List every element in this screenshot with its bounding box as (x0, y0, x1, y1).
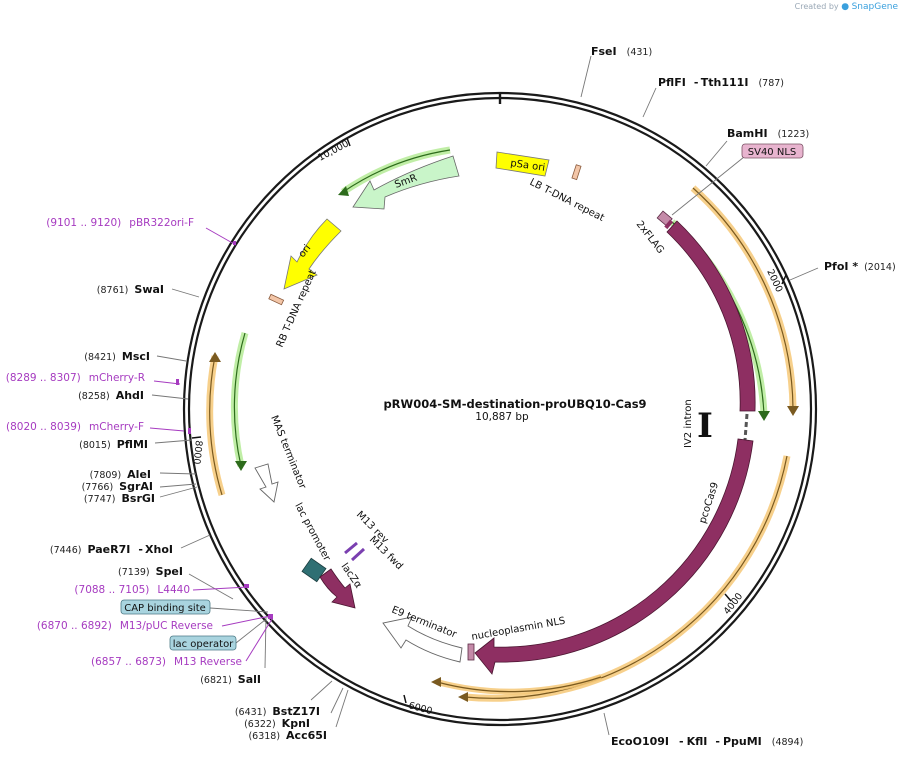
backbone (182, 91, 818, 727)
feature-e9-terminator (382, 616, 463, 663)
enzyme-alei: (7809)AleI (90, 468, 151, 481)
feature-psa-ori-label: pSa ori (510, 158, 546, 174)
tick-label-10000: 10,000 (316, 138, 351, 163)
primer-leaders (149, 227, 273, 662)
brand-name: SnapGene (851, 2, 898, 12)
brand-prefix: Created by (794, 2, 839, 11)
feature-lacz (319, 568, 356, 609)
snapgene-brand: Created by ● SnapGene (795, 2, 898, 12)
feature-pcocas9-part1 (666, 220, 756, 412)
feature-ori (283, 218, 342, 290)
plasmid-length: 10,887 bp (475, 411, 529, 423)
feature-nls-label: nucleoplasmin NLS (471, 616, 567, 643)
plasmid-name: pRW004-SM-destination-proUBQ10-Cas9 (383, 397, 646, 411)
feature-lb-block (571, 164, 582, 181)
feature-2xflag-label: 2xFLAG (634, 219, 666, 256)
enzyme-ecoo109i: EcoO109I-KflI-PpuMI(4894) (611, 735, 803, 748)
enzyme-bstz17i: (6431)BstZ17I (235, 705, 320, 718)
feature-lac-operator-block (301, 557, 327, 583)
box-leaders (209, 156, 745, 644)
enzyme-labels: FseI(431) PflFI-Tth111I(787) BamHI(1223)… (50, 45, 896, 748)
enzyme-bamhi: BamHI(1223) (727, 127, 809, 140)
snapgene-logo-icon: ● (841, 2, 850, 12)
primer-pbr322ori-f: (9101 .. 9120)pBR322ori-F (46, 217, 194, 229)
box-sv40-nls: SV40 NLS (748, 147, 797, 158)
primer-marks (176, 241, 273, 619)
boxed-labels: SV40 NLS CAP binding site lac operator (120, 143, 804, 651)
enzyme-bsrgi: (7747)BsrGI (84, 492, 155, 505)
enzyme-sgrai: (7766)SgrAI (82, 480, 153, 493)
primer-m13-fwd-mark (350, 547, 366, 562)
feature-smr (352, 155, 460, 210)
feature-mas-label: MAS terminator (268, 414, 308, 491)
feature-lb-label: LB T-DNA repeat (528, 177, 606, 224)
enzyme-kpni: (6322)KpnI (244, 717, 310, 730)
enzyme-msci: (8421)MscI (84, 350, 150, 363)
enzyme-ahdi: (8258)AhdI (78, 389, 144, 402)
orange-track-arrow (787, 406, 799, 416)
enzyme-spei: (7139)SpeI (118, 565, 183, 578)
primer-mcherry-r: (8289 .. 8307)mCherry-R (6, 372, 145, 384)
feature-mas-terminator (254, 463, 279, 503)
primer-m13-rev-mark (344, 541, 358, 555)
enzyme-paer7i: (7446)PaeR7I-XhoI (50, 543, 173, 556)
tick-label-8000: 8000 (190, 440, 203, 465)
enzyme-swai: (8761)SwaI (97, 283, 164, 296)
primer-m13-reverse: (6857 .. 6873)M13 Reverse (91, 656, 242, 668)
enzyme-pfoi: PfoI *(2014) (824, 260, 896, 273)
primer-l4440: (7088 .. 7105)L4440 (74, 584, 190, 596)
feature-2xflag-mark (664, 219, 674, 230)
feature-iv2-label: IV2 intron (683, 399, 694, 448)
box-lac-operator: lac operator (173, 639, 234, 650)
primer-mcherry-f: (8020 .. 8039)mCherry-F (6, 421, 144, 433)
box-cap-binding-site: CAP binding site (124, 603, 206, 614)
feature-iv2-intron (743, 413, 749, 441)
feature-nls-block (467, 643, 475, 661)
orange-track-outer-line (692, 187, 794, 409)
feature-psa-ori (495, 151, 550, 177)
enzyme-leaders (151, 55, 819, 736)
enzyme-fsei: FseI(431) (591, 45, 652, 58)
enzyme-acc65i: (6318)Acc65I (248, 729, 327, 742)
intron-i-icon: I (697, 406, 713, 446)
enzyme-sali: (6821)SalI (200, 673, 261, 686)
primer-labels: (9101 .. 9120)pBR322ori-F (8289 .. 8307)… (6, 217, 242, 668)
feature-pcocas9-part2 (474, 438, 754, 675)
primer-m13-puc-reverse: (6870 .. 6892)M13/pUC Reverse (37, 620, 213, 632)
feature-lacp-label: lac promoter (292, 501, 332, 563)
enzyme-pflmi: (8015)PflMI (79, 438, 148, 451)
feature-rb-block (268, 293, 285, 306)
enzyme-pflfi: PflFI-Tth111I(787) (658, 76, 784, 89)
